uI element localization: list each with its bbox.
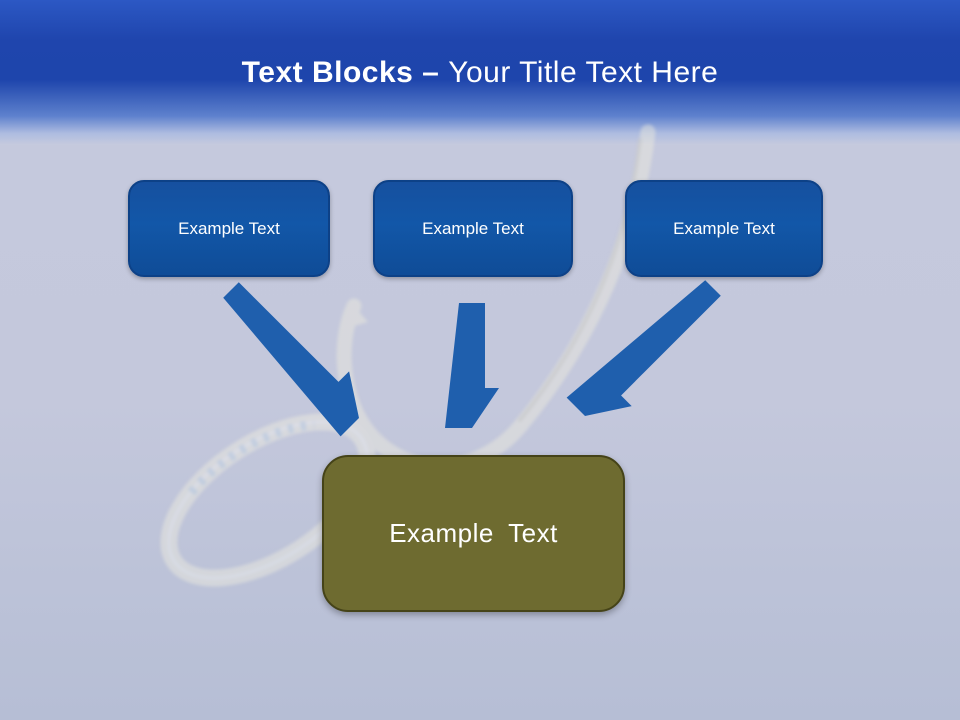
text-block-1-label: Example Text <box>178 218 280 238</box>
slide-title: Text Blocks – Your Title Text Here <box>0 56 960 90</box>
text-block-2: Example Text <box>373 180 573 277</box>
text-block-1: Example Text <box>128 180 330 277</box>
arrow-left-diagonal <box>223 282 359 437</box>
slide-title-bold: Text Blocks – <box>241 56 449 89</box>
summary-block: Example Text <box>322 455 625 612</box>
ring-diamonds-shape <box>188 420 315 496</box>
text-block-2-label: Example Text <box>422 218 524 238</box>
hook-barb-shape <box>340 306 368 330</box>
title-bar: Text Blocks – Your Title Text Here <box>0 0 960 145</box>
summary-block-label: Example Text <box>389 518 558 548</box>
arrow-right-diagonal <box>566 280 721 416</box>
arrow-middle-down <box>445 303 499 428</box>
text-block-3-label: Example Text <box>673 218 775 238</box>
slide-title-regular: Your Title Text Here <box>448 56 719 89</box>
text-block-3: Example Text <box>625 180 823 277</box>
